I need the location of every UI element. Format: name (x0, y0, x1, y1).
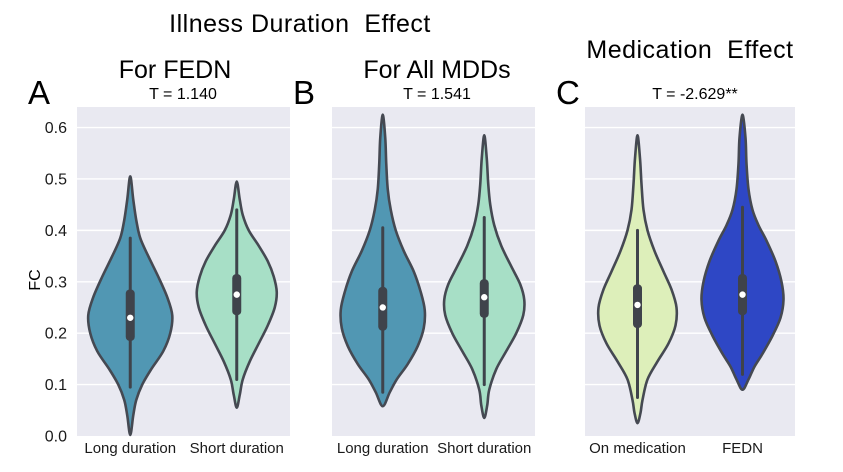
violin-short-duration (442, 133, 526, 420)
violin-short-duration (195, 180, 279, 410)
median-dot (127, 314, 134, 321)
x-category-label: Short duration (190, 440, 284, 457)
panel-a: Long duration Short duration 0.0 0.1 0.2 0.3 0… (45, 107, 290, 457)
panel-c-tvalue: T = -2.629** (652, 86, 738, 103)
panel-b-letter: B (293, 74, 316, 111)
medication-effect-title: Medication Effect (586, 36, 794, 64)
y-tick-label: 0.4 (45, 223, 67, 240)
x-category-label: FEDN (722, 440, 763, 457)
median-dot (634, 301, 641, 309)
x-category-label: Short duration (437, 440, 531, 457)
violin-fedn (700, 113, 785, 392)
y-tick-label: 0.3 (45, 274, 67, 291)
panel-b: Long duration Short duration (332, 107, 535, 457)
violin-long-duration (339, 113, 427, 408)
panel-a-tvalue: T = 1.140 (149, 86, 217, 103)
x-category-label: Long duration (84, 440, 176, 457)
violin-long-duration (86, 175, 174, 437)
panel-b-tvalue: T = 1.541 (403, 86, 471, 103)
illness-duration-effect-title: Illness Duration Effect (169, 10, 431, 38)
panel-a-title: For FEDN (118, 56, 232, 84)
panel-c: On medication FEDN (585, 107, 795, 457)
median-dot (481, 294, 488, 301)
panel-b-title: For All MDDs (363, 56, 511, 84)
x-category-label: Long duration (337, 440, 429, 457)
median-dot (739, 291, 746, 298)
panel-a-letter: A (28, 74, 51, 111)
x-category-label: On medication (589, 440, 686, 457)
panel-c-letter: C (556, 74, 580, 111)
median-dot (379, 304, 386, 311)
violin-on-medication (596, 133, 679, 425)
y-tick-label: 0.2 (45, 326, 67, 343)
median-dot (233, 291, 240, 298)
y-tick-label: 0.1 (45, 377, 67, 394)
y-tick-label: 0.6 (45, 120, 67, 137)
y-tick-label: 0.5 (45, 171, 67, 188)
y-tick-label: 0.0 (45, 429, 67, 446)
